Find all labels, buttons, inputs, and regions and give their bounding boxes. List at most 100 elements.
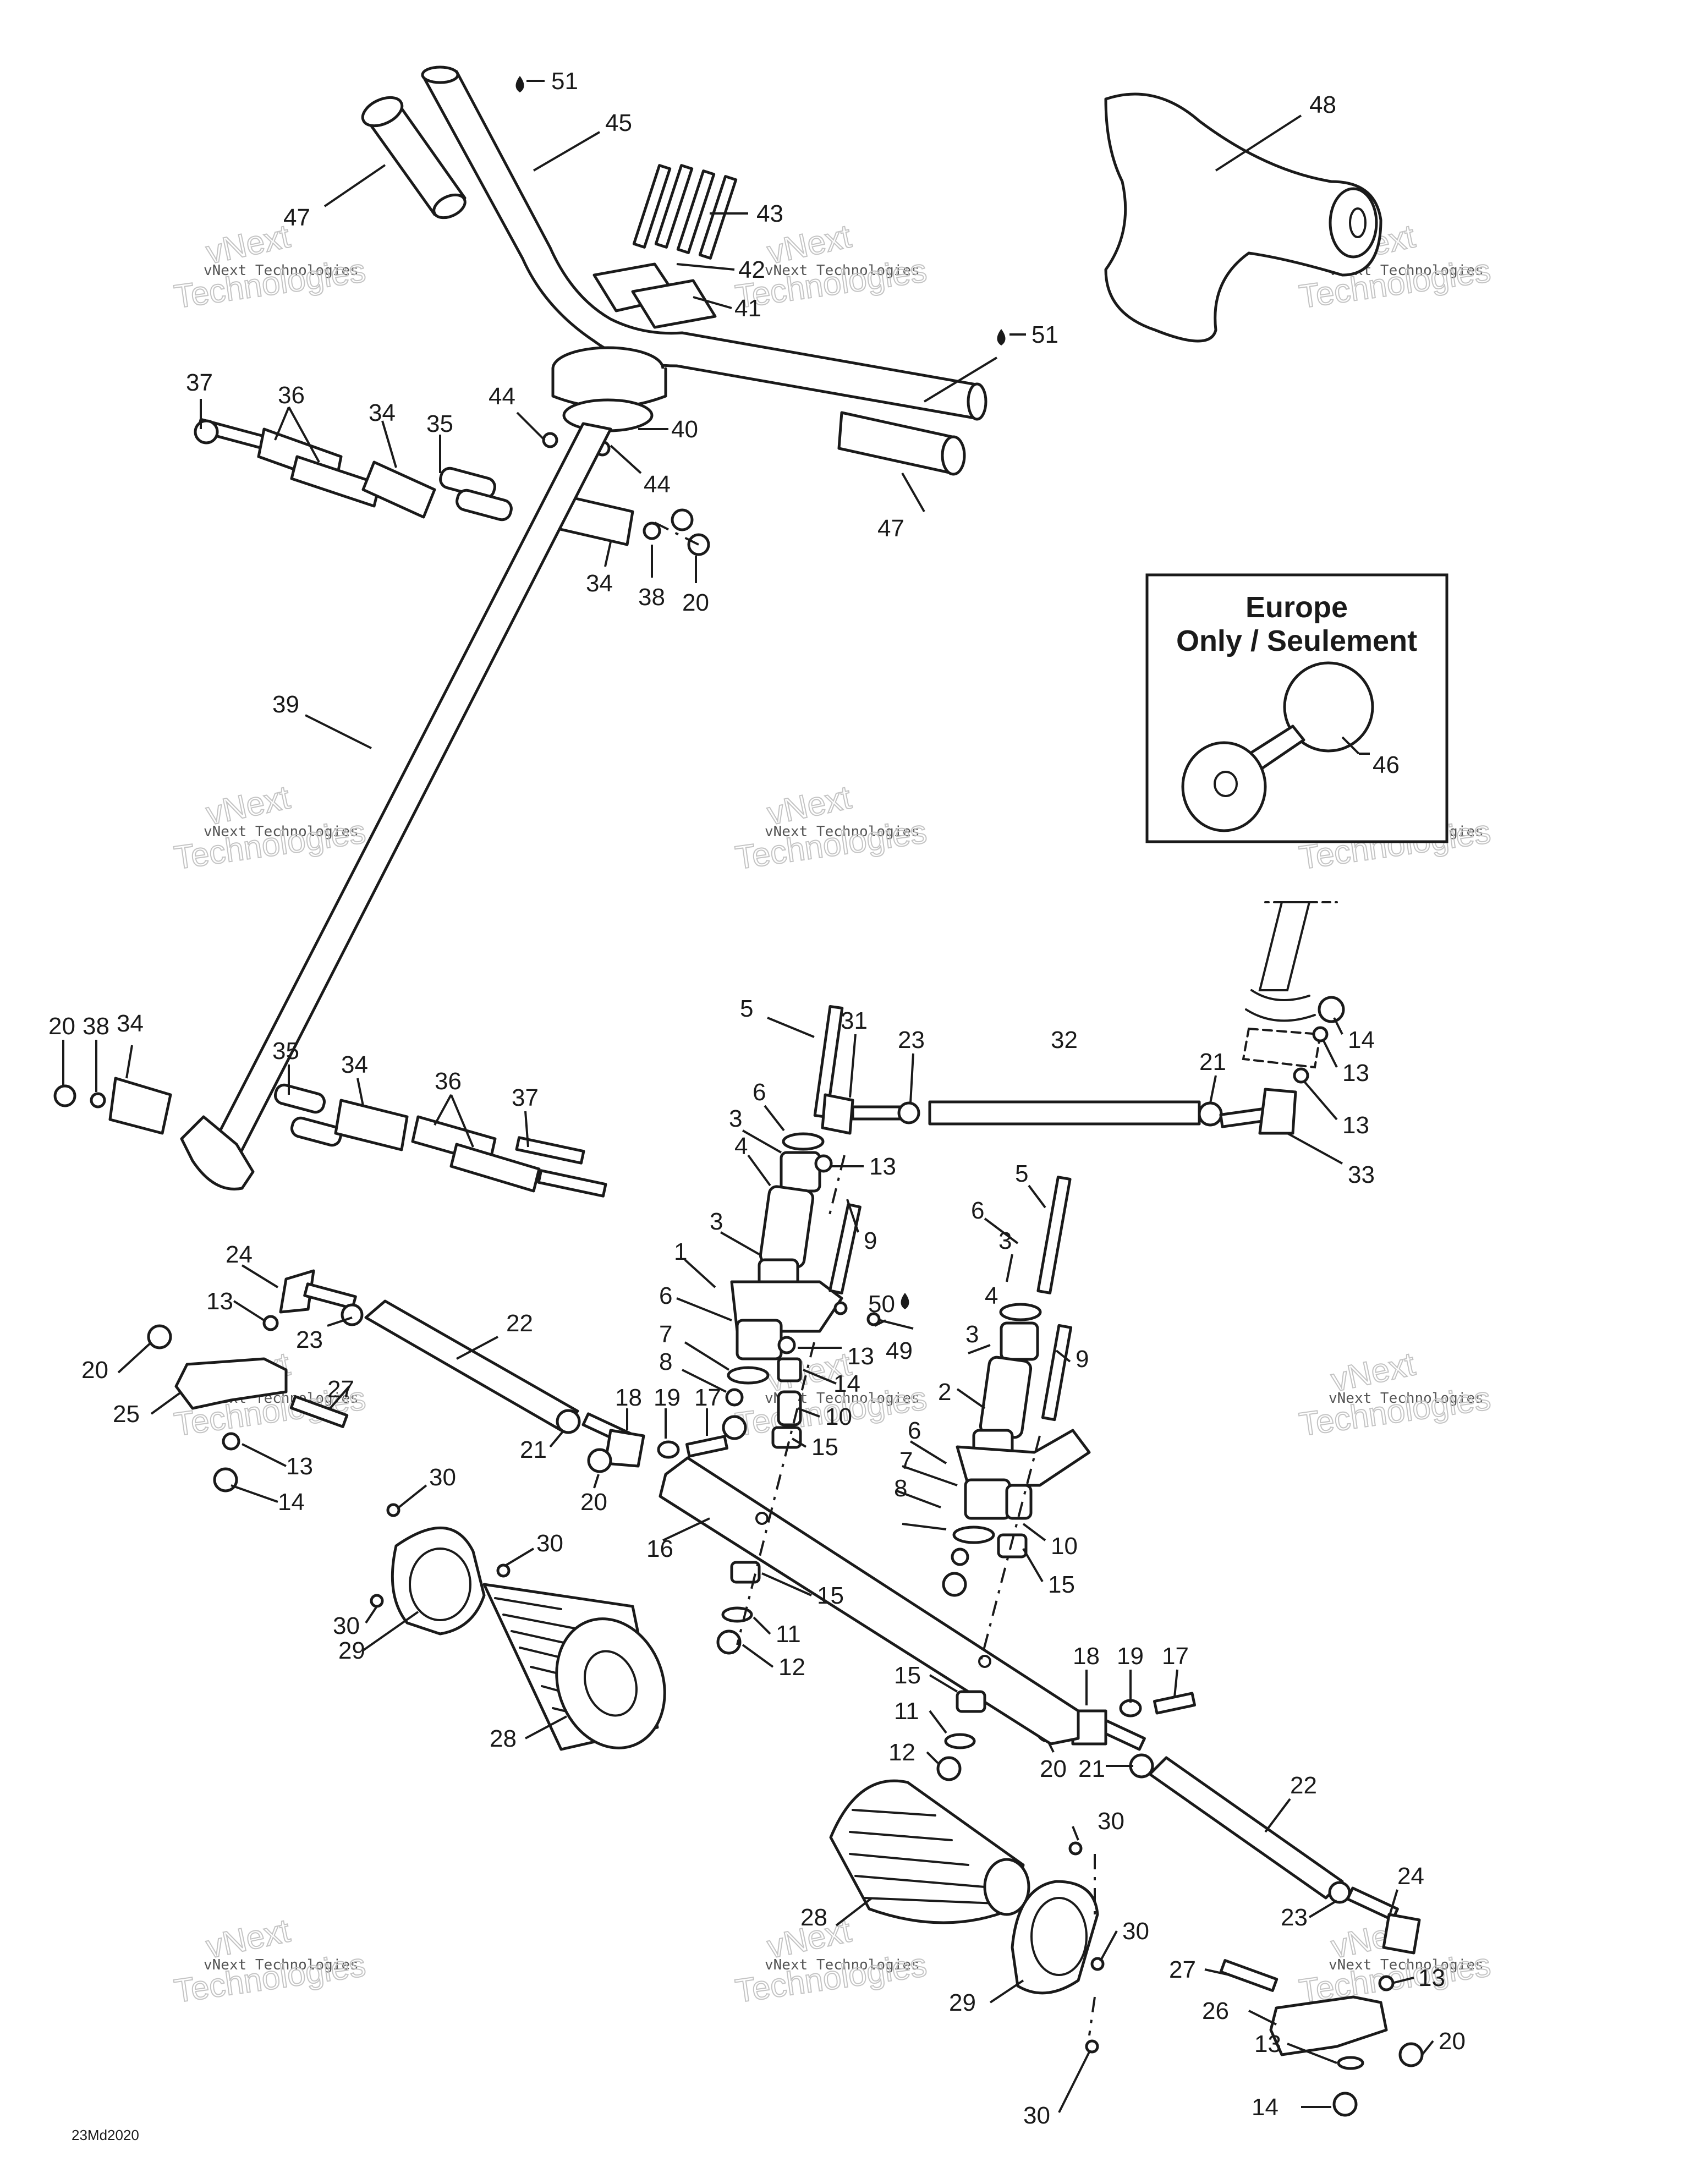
watermark-large-text: Technologies: [172, 813, 367, 876]
watermark: vNext vNext Technologies Technologies: [171, 1911, 368, 2010]
link-eye-34: [334, 1099, 409, 1151]
callout-13: 13: [847, 1343, 874, 1370]
callout-24: 24: [226, 1241, 253, 1268]
callout-26: 26: [1202, 1998, 1229, 2024]
cross-bar-16: [659, 1456, 1080, 1746]
washer-13: [1337, 2056, 1364, 2070]
watermark: vNext vNext Technologies Technologies: [732, 217, 929, 316]
washer-11: [944, 1733, 976, 1749]
callout-6: 6: [971, 1197, 984, 1224]
nut-12: [716, 1629, 742, 1655]
horn-bulb: [1283, 661, 1374, 753]
callout-15: 15: [817, 1582, 844, 1609]
handlebar-clamp-upper: [631, 279, 717, 329]
callout-33: 33: [1348, 1161, 1375, 1188]
lubricant-drop-icon: [515, 76, 524, 92]
watermark-text: vNext Technologies: [204, 262, 359, 279]
grip-right-end: [941, 435, 966, 476]
handlebar-tube-end: [421, 65, 459, 84]
ball-joint-31: [821, 1093, 854, 1135]
callout-36: 36: [278, 382, 305, 409]
nut-14: [777, 1357, 802, 1382]
horn-bell-center: [1214, 771, 1238, 797]
nut-23: [341, 1303, 364, 1326]
leader-lines: [62, 80, 1434, 2113]
tie-rod-22: [1148, 1756, 1344, 1900]
callout-3: 3: [710, 1208, 723, 1235]
spacer-4: [759, 1185, 815, 1269]
grip-left-end: [432, 193, 467, 220]
callout-45: 45: [605, 109, 632, 136]
watermark-text: vNext Technologies: [204, 824, 359, 840]
bolt-27: [289, 1395, 349, 1428]
watermark-large-text: Technologies: [733, 1946, 929, 2010]
callout-12: 12: [778, 1654, 805, 1681]
callout-47: 47: [283, 204, 310, 231]
bushing-35: [456, 489, 513, 522]
callout-15: 15: [811, 1434, 838, 1461]
nut-14: [1332, 2092, 1358, 2117]
spacer-4: [979, 1356, 1033, 1439]
diagram-reference-code: 23Md2020: [72, 2127, 139, 2143]
threaded-end: [303, 1282, 357, 1310]
callout-50: 50: [868, 1291, 895, 1318]
boot-right-28: [829, 1779, 1030, 1924]
bolt-head: [194, 419, 219, 445]
cross-bar-hole: [755, 1512, 769, 1525]
tie-rod-32: [928, 1100, 1201, 1126]
washer-19: [1119, 1699, 1142, 1717]
callout-4: 4: [985, 1282, 998, 1309]
screw-30: [386, 1503, 400, 1517]
callout-13: 13: [1418, 1964, 1445, 1991]
nut-20: [53, 1084, 76, 1107]
bushing-15: [997, 1533, 1028, 1559]
boot-plate-right-29: [1011, 1880, 1099, 1995]
nut-20: [1398, 2042, 1424, 2067]
knuckle-arm-25: [174, 1357, 288, 1410]
watermark-text: vNext Technologies: [765, 824, 920, 840]
callout-10: 10: [825, 1403, 852, 1430]
lubricant-drop-icon: [901, 1293, 909, 1309]
callout-30: 30: [333, 1612, 360, 1639]
ball-joint-24: [1382, 1913, 1421, 1955]
washer-13: [1293, 1067, 1309, 1084]
seat-end: [1329, 187, 1378, 259]
upper-tie-rod: [821, 1088, 1297, 1135]
callout-40: 40: [671, 416, 698, 443]
nut-14: [213, 1467, 238, 1492]
leader-line: [1341, 736, 1360, 755]
ball-joint-33: [1258, 1088, 1297, 1135]
callout-22: 22: [506, 1310, 533, 1337]
callout-28: 28: [800, 1904, 827, 1931]
link-eye-34: [108, 1077, 172, 1135]
spindle-assembly-left: [722, 1005, 844, 1440]
callout-18: 18: [1073, 1643, 1100, 1670]
callout-17: 17: [694, 1384, 721, 1411]
callout-11: 11: [776, 1621, 801, 1648]
washer-13: [777, 1336, 796, 1354]
bushing-15: [730, 1561, 761, 1584]
washer-38: [643, 522, 661, 540]
callout-11: 11: [894, 1698, 919, 1725]
washer-7: [951, 1548, 969, 1566]
callout-20: 20: [1439, 2028, 1466, 2055]
callout-34: 34: [369, 399, 396, 426]
callout-14: 14: [1348, 1027, 1375, 1053]
ball-joint-24: [279, 1269, 315, 1314]
bushing-15: [771, 1426, 802, 1449]
bolt-27: [1219, 1959, 1279, 1992]
europe-inset: Europe Only / Seulement: [1145, 573, 1448, 843]
callout-31: 31: [841, 1007, 868, 1034]
washer-6: [999, 1303, 1042, 1321]
callout-30: 30: [1098, 1808, 1124, 1835]
callout-1: 1: [674, 1238, 687, 1265]
washer-13: [1312, 1026, 1329, 1042]
callout-37: 37: [186, 369, 213, 396]
grip-right: [837, 411, 956, 475]
callout-labels: 51 45 47 43 42 41 48 51 37 36 34 35 44 4…: [48, 68, 1466, 2129]
watermark-large-text: Technologies: [172, 1946, 367, 2010]
screw-30: [1068, 1841, 1083, 1856]
nut-20: [671, 508, 694, 531]
watermark: vNext vNext Technologies Technologies: [1296, 1345, 1493, 1444]
callout-51: 51: [1031, 321, 1058, 348]
